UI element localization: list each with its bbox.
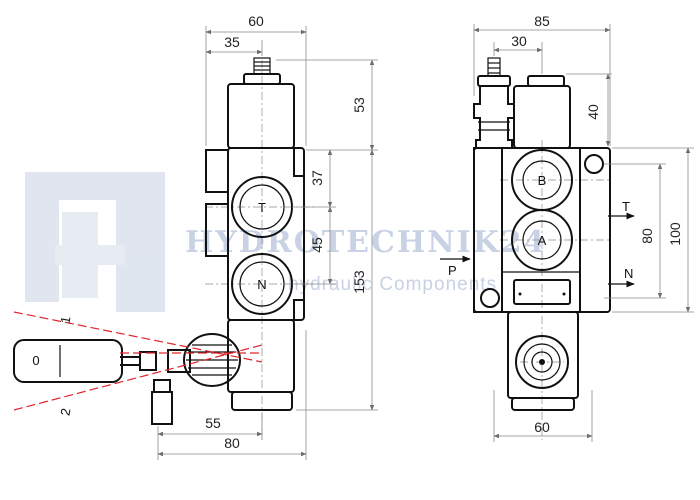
lever-position-1: 1 (57, 315, 73, 325)
dim-left-h-spool-n: 45 (309, 237, 325, 253)
dim-right-width-top: 85 (534, 13, 550, 29)
right-view: B A P T N 85 30 40 80 (440, 13, 694, 442)
dim-left-h-spool-t: 37 (309, 170, 325, 186)
dim-left-offset-top: 35 (224, 34, 240, 50)
lever-position-2: 2 (57, 407, 73, 417)
dim-right-offset-top: 30 (511, 33, 527, 49)
dim-right-h-ports: 80 (639, 228, 655, 244)
dim-right-width-bottom: 60 (534, 419, 550, 435)
label-n: N (624, 266, 633, 281)
dim-left-w-total-bottom: 80 (224, 435, 240, 451)
port-t-label: T (258, 200, 266, 215)
dim-left-width-top: 60 (248, 13, 264, 29)
dim-left-w-lever-axis: 55 (205, 415, 221, 431)
port-b-label: B (538, 173, 547, 188)
label-t: T (622, 199, 630, 214)
label-p: P (448, 263, 457, 278)
dim-right-h-top: 40 (585, 104, 601, 120)
port-a-label: A (538, 233, 547, 248)
dim-left-h-total: 153 (351, 270, 367, 294)
watermark-logo (25, 172, 165, 312)
lever-assembly (13, 333, 241, 425)
port-n-label: N (257, 277, 266, 292)
dim-right-h-total: 100 (667, 222, 683, 246)
dim-left-h-upper: 53 (351, 97, 367, 113)
left-view: T N 1 0 2 (13, 13, 378, 460)
watermark-subtitle: hydraulic Components (288, 274, 497, 295)
watermark-title: HYDROTECHNIK24 (185, 225, 547, 260)
lever-position-0: 0 (32, 353, 39, 368)
